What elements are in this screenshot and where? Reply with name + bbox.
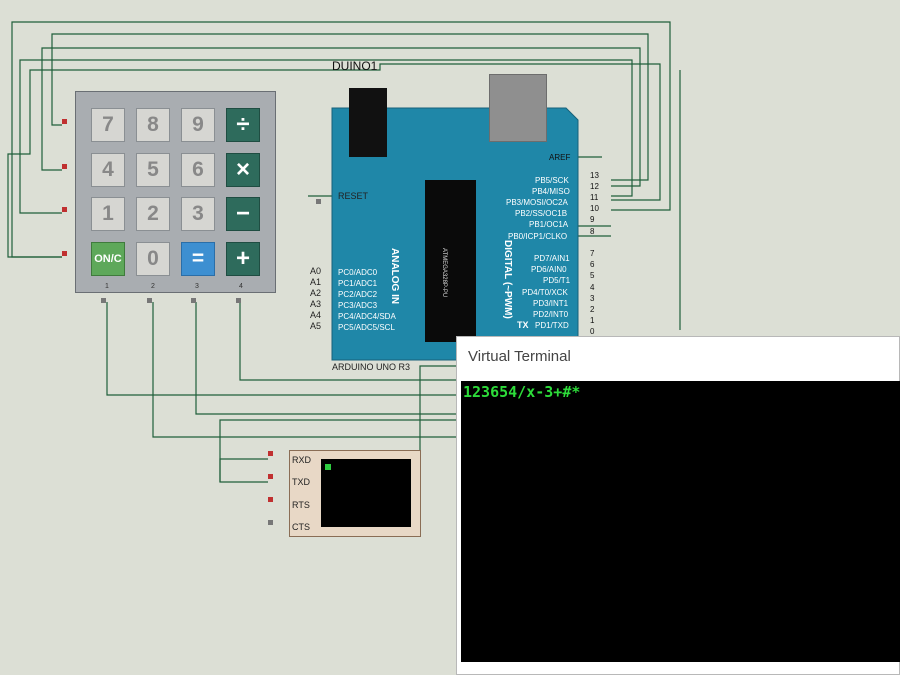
analog-pin-a0[interactable]: A0: [310, 266, 322, 276]
analog-name-0: PC0/ADC0: [338, 268, 378, 277]
keypad-pin-3[interactable]: [191, 298, 196, 303]
atmega-chip: [425, 180, 476, 342]
digital-name-9: PB1/OC1A: [529, 220, 569, 229]
digital-pin-7[interactable]: 7: [590, 249, 595, 258]
compim-rxd-pin[interactable]: [268, 451, 273, 456]
keypad-pin-2[interactable]: [147, 298, 152, 303]
keypad-col-label-3: 3: [195, 283, 199, 290]
analog-pin-a2[interactable]: A2: [310, 288, 322, 298]
digital-name-10: PB2/SS/OC1B: [515, 209, 568, 218]
key-2[interactable]: 2: [136, 197, 170, 231]
compim-status-indicator: [325, 464, 331, 470]
analog-name-4: PC4/ADC4/SDA: [338, 312, 396, 321]
digital-name-7: PD7/AIN1: [534, 254, 570, 263]
analog-pin-a4[interactable]: A4: [310, 310, 322, 320]
digital-name-3: PD3/INT1: [533, 299, 569, 308]
virtual-terminal-screen[interactable]: 123654/x-3+#*: [461, 381, 900, 662]
digital-pin-11[interactable]: 11: [590, 193, 599, 202]
compim-txd-pin[interactable]: [268, 474, 273, 479]
keypad-pin-4[interactable]: [236, 298, 241, 303]
digital-name-13: PB5/SCK: [535, 176, 569, 185]
digital-pin-5[interactable]: 5: [590, 271, 595, 280]
key-on-clear[interactable]: ON/C: [91, 242, 125, 276]
digital-pin-3[interactable]: 3: [590, 294, 595, 303]
analog-in-title: ANALOG IN: [389, 248, 400, 305]
compim-cts-pin[interactable]: [268, 520, 273, 525]
usb-connector: [489, 74, 547, 142]
power-jack: [349, 88, 387, 157]
digital-name-12: PB4/MISO: [532, 187, 570, 196]
digital-pin-9[interactable]: 9: [590, 215, 595, 224]
keypad-pin-1[interactable]: [101, 298, 106, 303]
digital-name-5: PD5/T1: [543, 276, 571, 285]
keypad[interactable]: 7 8 9 ÷ 4 5 6 × 1 2 3 − ON/C 0 = +: [75, 91, 276, 293]
key-5[interactable]: 5: [136, 153, 170, 187]
key-minus[interactable]: −: [226, 197, 260, 231]
digital-name-1: PD1/TXD: [535, 321, 569, 330]
reset-pin[interactable]: [316, 199, 321, 204]
compim-pin-txd: TXD: [292, 477, 310, 487]
digital-pin-1[interactable]: 1: [590, 316, 595, 325]
key-6[interactable]: 6: [181, 153, 215, 187]
keypad-pin-b[interactable]: [62, 164, 67, 169]
key-4[interactable]: 4: [91, 153, 125, 187]
digital-pin-6[interactable]: 6: [590, 260, 595, 269]
key-3[interactable]: 3: [181, 197, 215, 231]
digital-name-11: PB3/MOSI/OC2A: [506, 198, 568, 207]
analog-name-2: PC2/ADC2: [338, 290, 378, 299]
digital-pin-8[interactable]: 8: [590, 227, 595, 236]
aref-label: AREF: [549, 153, 571, 162]
board-name: ARDUINO UNO R3: [332, 362, 411, 372]
digital-name-4: PD4/T0/XCK: [522, 288, 568, 297]
key-multiply[interactable]: ×: [226, 153, 260, 187]
keypad-col-label-4: 4: [239, 283, 243, 290]
analog-name-1: PC1/ADC1: [338, 279, 378, 288]
compim-pin-rts: RTS: [292, 500, 310, 510]
compim-screen: [321, 459, 411, 527]
keypad-pin-d[interactable]: [62, 251, 67, 256]
keypad-pin-a[interactable]: [62, 119, 67, 124]
analog-pin-a5[interactable]: A5: [310, 321, 322, 331]
analog-pin-a3[interactable]: A3: [310, 299, 322, 309]
virtual-terminal-title: Virtual Terminal: [468, 348, 571, 365]
digital-title: DIGITAL (~PWM): [502, 240, 513, 319]
compim-rts-pin[interactable]: [268, 497, 273, 502]
compim-pin-cts: CTS: [292, 522, 310, 532]
digital-pin-12[interactable]: 12: [590, 182, 599, 191]
key-plus[interactable]: +: [226, 242, 260, 276]
digital-pin-13[interactable]: 13: [590, 171, 599, 180]
terminal-output: 123654/x-3+#*: [463, 383, 581, 401]
keypad-col-label-2: 2: [151, 283, 155, 290]
analog-pin-a1[interactable]: A1: [310, 277, 322, 287]
digital-name-6: PD6/AIN0: [531, 265, 567, 274]
reset-label: RESET: [338, 191, 369, 201]
key-1[interactable]: 1: [91, 197, 125, 231]
digital-pin-4[interactable]: 4: [590, 283, 595, 292]
key-7[interactable]: 7: [91, 108, 125, 142]
tx-label: TX: [517, 320, 529, 330]
keypad-pin-c[interactable]: [62, 207, 67, 212]
key-8[interactable]: 8: [136, 108, 170, 142]
digital-pin-10[interactable]: 10: [590, 204, 599, 213]
analog-name-3: PC3/ADC3: [338, 301, 378, 310]
arduino-title: DUINO1: [332, 59, 378, 73]
compim-pin-rxd: RXD: [292, 455, 312, 465]
digital-name-8: PB0/ICP1/CLKO: [508, 232, 568, 241]
analog-name-5: PC5/ADC5/SCL: [338, 323, 395, 332]
key-9[interactable]: 9: [181, 108, 215, 142]
key-divide[interactable]: ÷: [226, 108, 260, 142]
chip-label: ATMEGA328P-PU: [441, 248, 447, 298]
keypad-col-label-1: 1: [105, 283, 109, 290]
digital-name-2: PD2/INT0: [533, 310, 569, 319]
digital-pin-0[interactable]: 0: [590, 327, 595, 336]
key-equals[interactable]: =: [181, 242, 215, 276]
digital-pin-2[interactable]: 2: [590, 305, 595, 314]
virtual-terminal-window[interactable]: Virtual Terminal 123654/x-3+#*: [456, 336, 900, 675]
key-0[interactable]: 0: [136, 242, 170, 276]
